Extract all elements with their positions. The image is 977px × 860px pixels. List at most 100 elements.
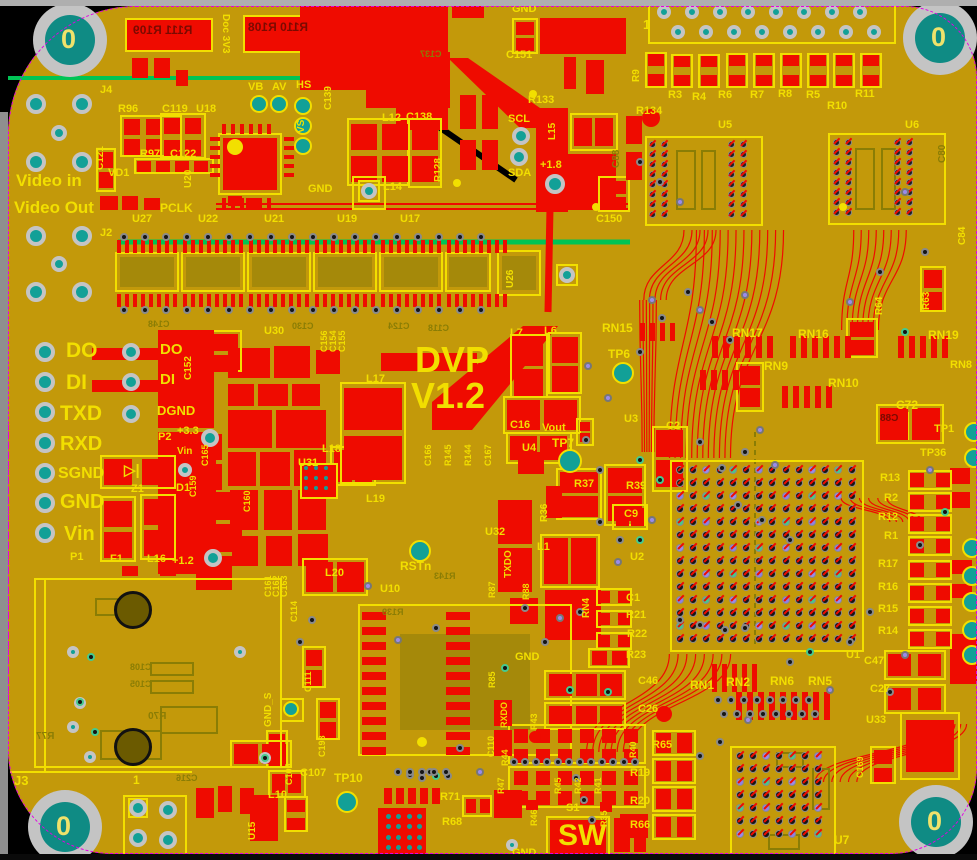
drill-hole [35, 463, 55, 483]
drill-hole [122, 405, 140, 423]
silkscreen-label: RN15 [602, 321, 633, 335]
resistor-outline [596, 588, 632, 606]
via [741, 448, 749, 456]
via [554, 758, 562, 766]
drill-hole [234, 646, 246, 658]
silkscreen-label: R134 [636, 105, 663, 117]
via [604, 394, 612, 402]
silkscreen-label: R14 [878, 625, 899, 637]
drill-hole [72, 226, 92, 246]
resistor-outline [908, 492, 952, 512]
pad-strip [199, 240, 203, 253]
resistor-pad [936, 609, 950, 623]
trace-bundle [856, 229, 877, 331]
component-pad [124, 139, 140, 155]
trace-bundle [840, 497, 891, 523]
via [435, 306, 443, 314]
component-pad [396, 88, 448, 130]
via [656, 178, 664, 186]
component-pad [740, 388, 760, 407]
drill-hole [853, 5, 867, 19]
silkscreen-label: RN19 [928, 328, 959, 342]
silkscreen-label: R68 [442, 816, 463, 828]
pad-strip [413, 240, 417, 253]
pad-strip [249, 198, 253, 208]
bga-pad [324, 466, 328, 470]
trace-bundle [851, 229, 870, 331]
copper-dot [642, 109, 660, 127]
trace-bundle [718, 229, 769, 459]
test-point [558, 449, 582, 473]
pad-strip [257, 240, 261, 253]
silkscreen-label: U19 [337, 213, 358, 225]
via [785, 710, 793, 718]
pad-strip [758, 692, 764, 720]
silkscreen-label: GND_S [263, 692, 274, 727]
pad-strip [207, 240, 211, 253]
component-pad [924, 270, 942, 288]
diode-symbol: ▷| [124, 462, 140, 479]
via [714, 696, 722, 704]
component-pad [228, 410, 272, 448]
pad-strip [446, 672, 470, 680]
via [309, 306, 317, 314]
via [162, 306, 170, 314]
bga-pad [314, 486, 318, 490]
trace-bundle [872, 229, 900, 331]
component-pad [460, 140, 476, 170]
component-outline [920, 266, 946, 312]
component-pad [552, 337, 578, 363]
pad-strip [297, 294, 301, 307]
pad-strip [389, 240, 393, 253]
via [941, 508, 949, 516]
via [556, 614, 564, 622]
pad-strip [536, 771, 550, 785]
silkscreen-label: J4 [100, 84, 113, 96]
via [658, 314, 666, 322]
pad-strip [125, 240, 129, 253]
silkscreen-label: U2 [630, 551, 645, 563]
pad-strip [790, 336, 796, 358]
drill-hole [35, 372, 55, 392]
via [926, 466, 934, 474]
component-pad [137, 161, 151, 172]
via [684, 288, 692, 296]
mounting-hole-label: 0 [927, 806, 943, 836]
trace-bundle [668, 229, 698, 459]
component-outline [670, 460, 864, 652]
silkscreen-label: R145 [443, 444, 453, 466]
resistor-pad [598, 591, 610, 603]
silkscreen-label: R1 [884, 530, 899, 542]
pad-strip [355, 294, 359, 307]
pad-strip [479, 240, 483, 253]
component-pad [608, 468, 642, 493]
resistor-outline [726, 53, 748, 88]
via [616, 536, 624, 544]
silkscreen-label: R70 [148, 711, 167, 722]
silkscreen-label: U15 [247, 821, 258, 840]
via [288, 306, 296, 314]
via [696, 438, 704, 446]
pad-strip [363, 240, 367, 253]
via [772, 710, 780, 718]
pad-strip [305, 294, 309, 307]
via [916, 541, 924, 549]
pad-strip [733, 370, 739, 390]
trace-bundle [643, 229, 685, 301]
pad-strip [210, 155, 220, 159]
trace-bundle [680, 229, 713, 459]
drill-hole [35, 523, 55, 543]
pad-strip [141, 294, 145, 307]
via [572, 774, 580, 782]
pad-strip [284, 164, 294, 168]
component-pad [99, 172, 113, 188]
resistor-pad [910, 495, 924, 509]
component-pad [351, 124, 377, 150]
pad-strip [362, 672, 386, 680]
via [91, 728, 99, 736]
window-edge-top [0, 0, 977, 6]
component-outline [768, 834, 800, 850]
resistor-outline [596, 632, 632, 650]
test-point [336, 791, 358, 813]
drill-hole [510, 148, 528, 166]
